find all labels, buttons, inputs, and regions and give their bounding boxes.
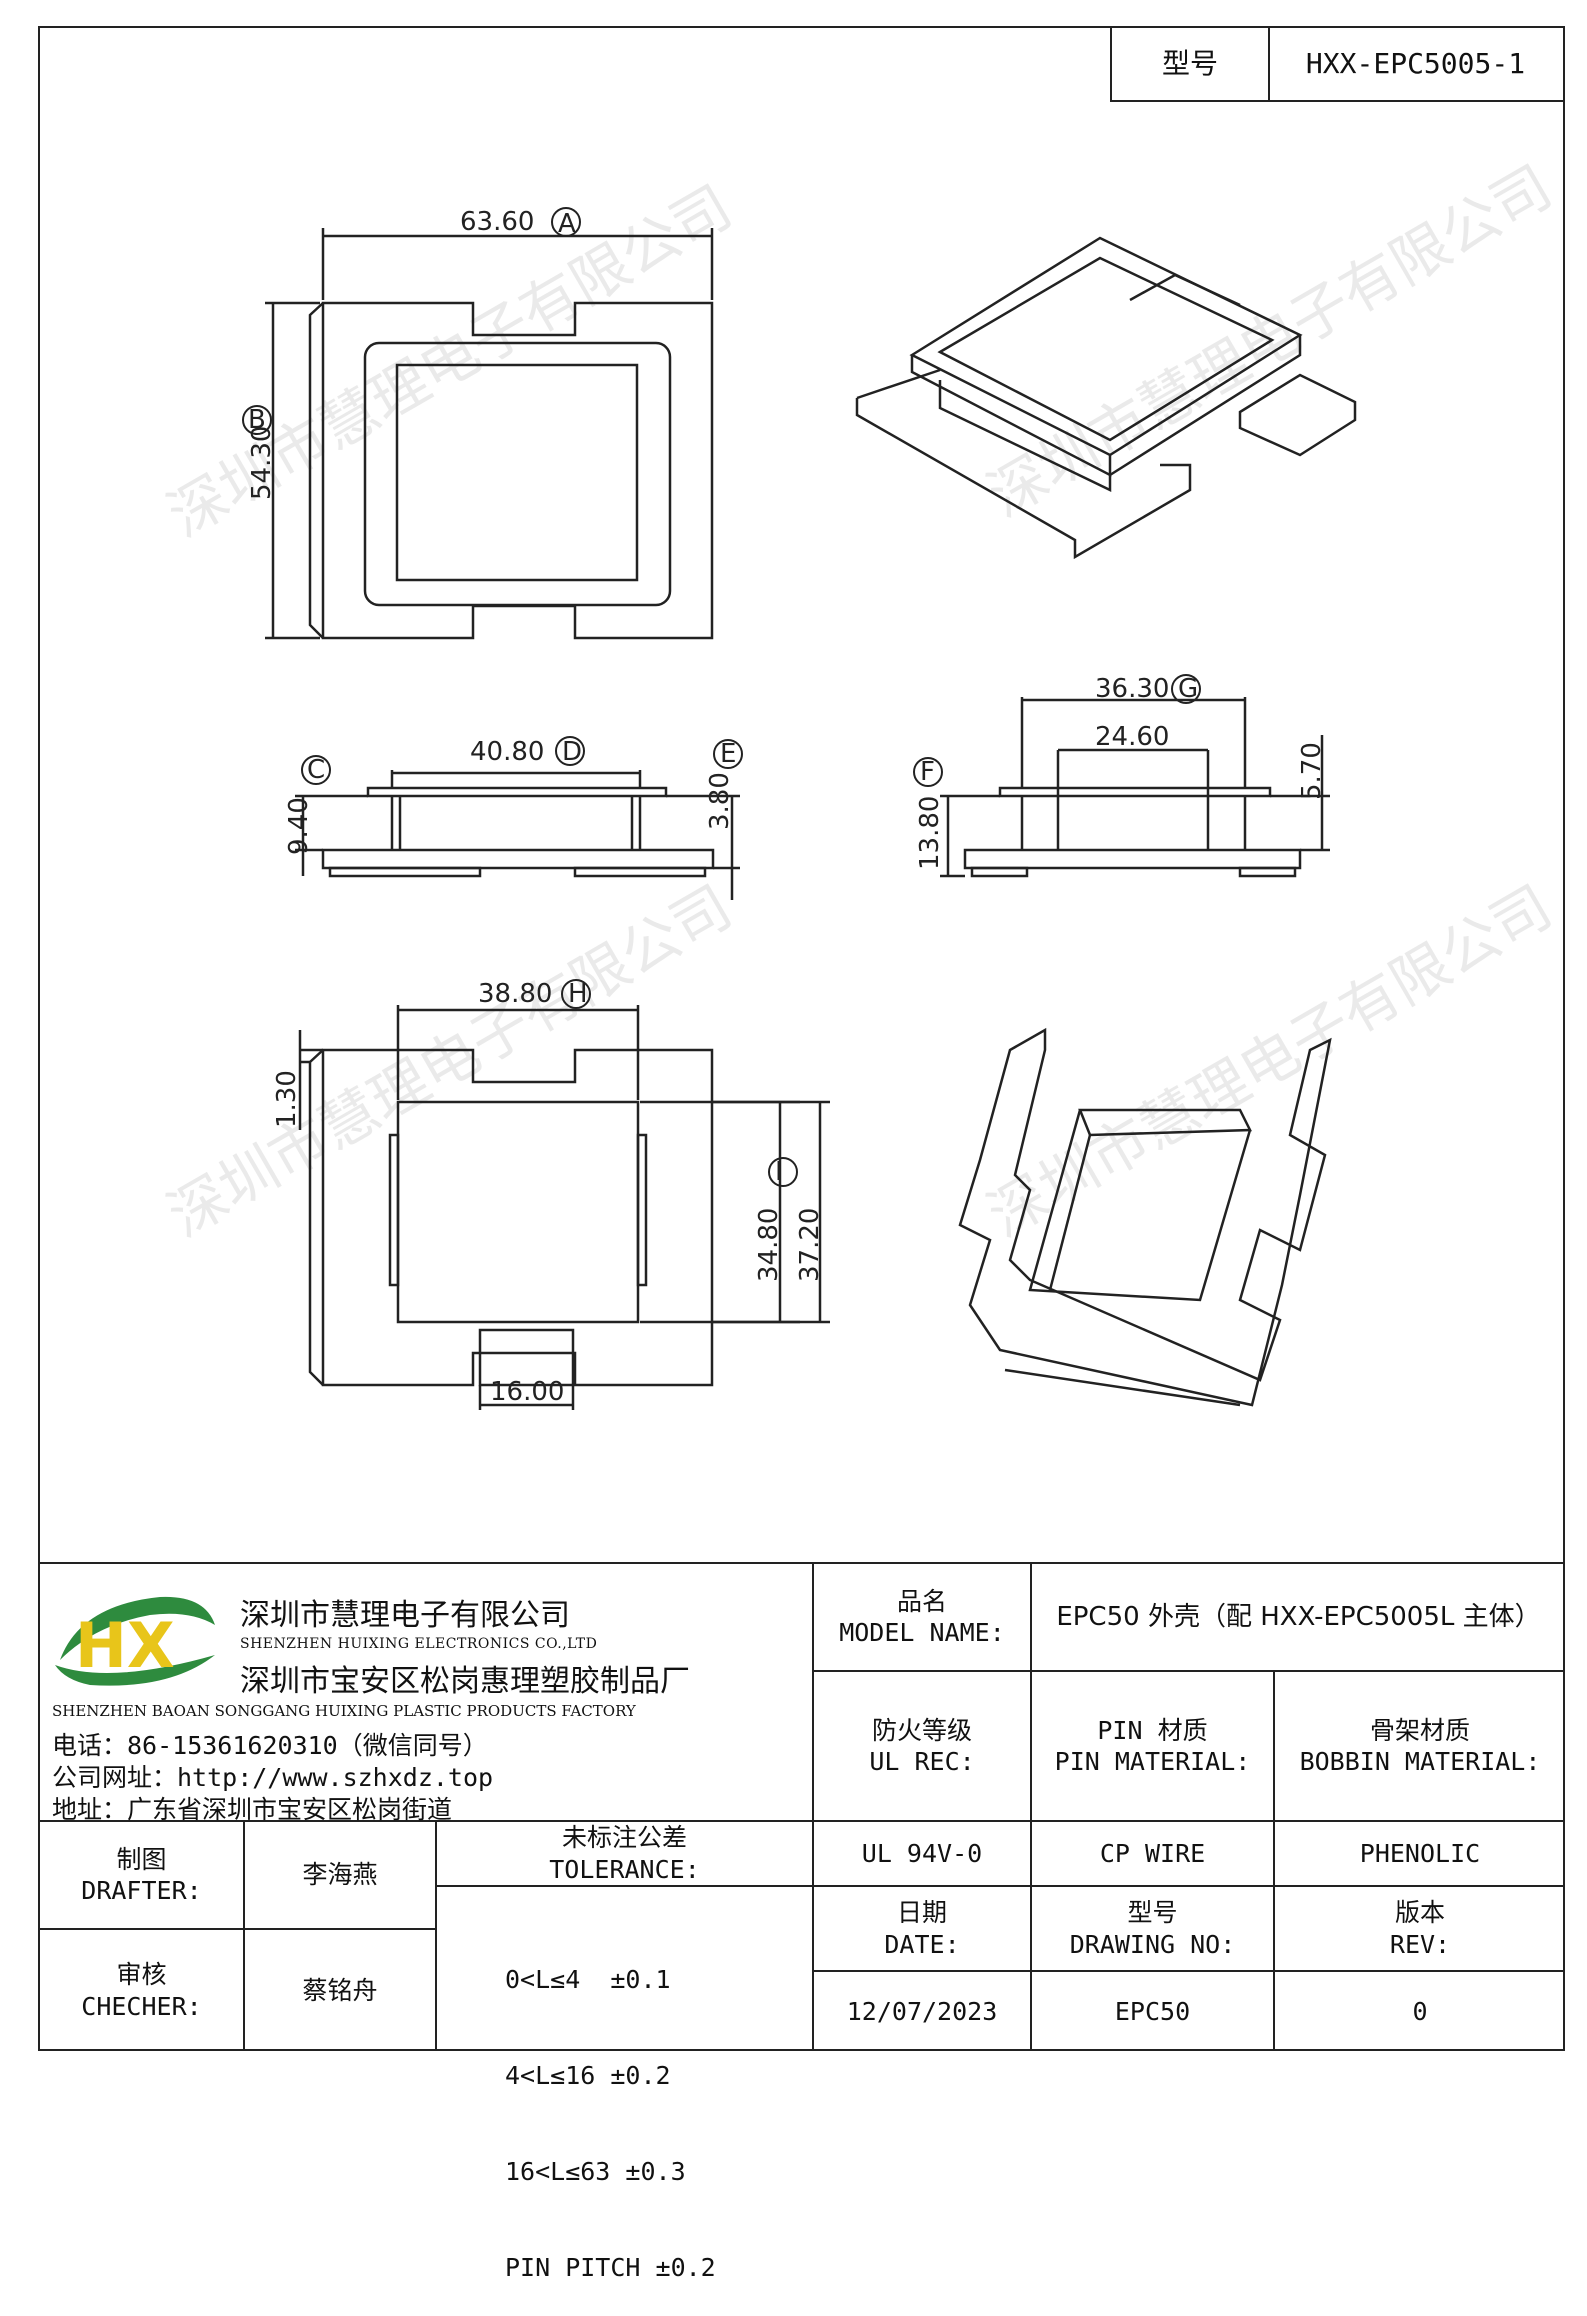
company-name-en: SHENZHEN HUIXING ELECTRONICS CO.,LTD <box>240 1636 598 1652</box>
dim-g-tag: G <box>1178 674 1198 704</box>
title-block-hline <box>38 1820 1565 1822</box>
factory-name-en: SHENZHEN BAOAN SONGGANG HUIXING PLASTIC … <box>52 1702 636 1720</box>
drawing-border <box>38 26 1565 2051</box>
dim-d-value: 40.80 <box>470 737 544 767</box>
model-label: 型号 <box>1161 46 1218 80</box>
dim-pin-height: 5.70 <box>1297 742 1327 800</box>
tolerance-list: 0<L≤4 ±0.1 4<L≤16 ±0.2 16<L≤63 ±0.3 PIN … <box>505 1900 716 2316</box>
model-name-label-en: MODEL NAME: <box>839 1618 1005 1647</box>
title-block-vline <box>243 1820 245 2051</box>
dim-b-tag: B <box>248 405 266 435</box>
dim-c-tag: C <box>307 755 325 785</box>
dim-d-tag: D <box>562 737 582 767</box>
ul-rec-value: UL 94V-0 <box>861 1838 983 1868</box>
dim-f-tag: F <box>920 757 935 787</box>
factory-name-cn: 深圳市宝安区松岗惠理塑胶制品厂 <box>240 1664 690 1699</box>
title-block-vline <box>1273 1670 1275 2051</box>
company-phone: 电话：86-15361620310（微信同号） <box>52 1731 488 1760</box>
dim-inner-width: 24.60 <box>1095 722 1169 752</box>
title-block-hline <box>38 1928 435 1930</box>
rev-value: 0 <box>1412 1996 1428 2026</box>
company-logo: HX <box>55 1596 215 1686</box>
title-block-top-line <box>38 1562 1565 1564</box>
title-block-vline <box>1030 1562 1032 2051</box>
pin-material-value: CP WIRE <box>1099 1838 1206 1868</box>
title-block-vline <box>812 1562 814 2051</box>
drawing-no-value: EPC50 <box>1114 1996 1191 2026</box>
drafter-value: 李海燕 <box>302 1860 378 1890</box>
dim-tab-width: 16.00 <box>490 1377 564 1407</box>
title-block-hline <box>435 1885 813 1887</box>
dim-h-value: 38.80 <box>478 979 552 1009</box>
dim-i-value: 34.80 <box>754 1208 784 1282</box>
title-block-vline <box>435 1820 437 2051</box>
checker-value: 蔡铭舟 <box>302 1975 378 2005</box>
title-block-hline <box>812 1670 1565 1672</box>
bobbin-material-value: PHENOLIC <box>1359 1838 1481 1868</box>
bottom-view <box>298 1005 830 1410</box>
dim-c-value: 9.40 <box>284 797 314 855</box>
side-view-front <box>295 770 740 900</box>
company-address: 地址：广东省深圳市宝安区松岗街道 <box>52 1795 453 1824</box>
dim-i-tag: I <box>775 1157 783 1187</box>
dim-a-tag: A <box>558 209 576 239</box>
top-view <box>265 228 714 640</box>
model-name-label-cn: 品名 <box>896 1586 947 1616</box>
isometric-view-top <box>855 236 1357 560</box>
side-view-side <box>940 697 1330 878</box>
technical-drawing: 63.60 A 54.30 B 40.80 D C 9.40 E 3.80 36… <box>242 207 1357 1410</box>
model-value-cell: HXX-EPC5005-1 <box>1268 26 1565 102</box>
dim-a-value: 63.60 <box>460 207 534 237</box>
tolerance-row: 0<L≤4 ±0.1 <box>505 1965 671 1994</box>
tolerance-row: 4<L≤16 ±0.2 <box>505 2061 671 2090</box>
model-value: HXX-EPC5005-1 <box>1305 46 1526 80</box>
dim-g-value: 36.30 <box>1095 674 1169 704</box>
dim-e-value: 3.80 <box>705 772 735 830</box>
model-name-value: EPC50 外壳（配 HXX-EPC5005L 主体） <box>1056 1601 1541 1632</box>
company-website: 公司网址：http://www.szhxdz.top <box>52 1763 494 1792</box>
isometric-view-bottom <box>958 1027 1332 1407</box>
company-name-cn: 深圳市慧理电子有限公司 <box>240 1598 570 1633</box>
dim-outer-height: 37.20 <box>795 1208 825 1282</box>
model-label-cell: 型号 <box>1110 26 1270 102</box>
tolerance-row: 16<L≤63 ±0.3 <box>505 2157 686 2186</box>
logo-text: HX <box>75 1609 175 1682</box>
dim-offset: 1.30 <box>272 1070 302 1128</box>
dim-f-value: 13.80 <box>915 796 945 870</box>
dim-h-tag: H <box>568 979 588 1009</box>
title-block-hline <box>812 1970 1565 1972</box>
dim-b-value: 54.30 <box>247 426 277 500</box>
tolerance-row: PIN PITCH ±0.2 <box>505 2253 716 2282</box>
date-value: 12/07/2023 <box>846 1996 998 2026</box>
title-block-hline <box>812 1885 1565 1887</box>
dim-e-tag: E <box>720 739 736 769</box>
